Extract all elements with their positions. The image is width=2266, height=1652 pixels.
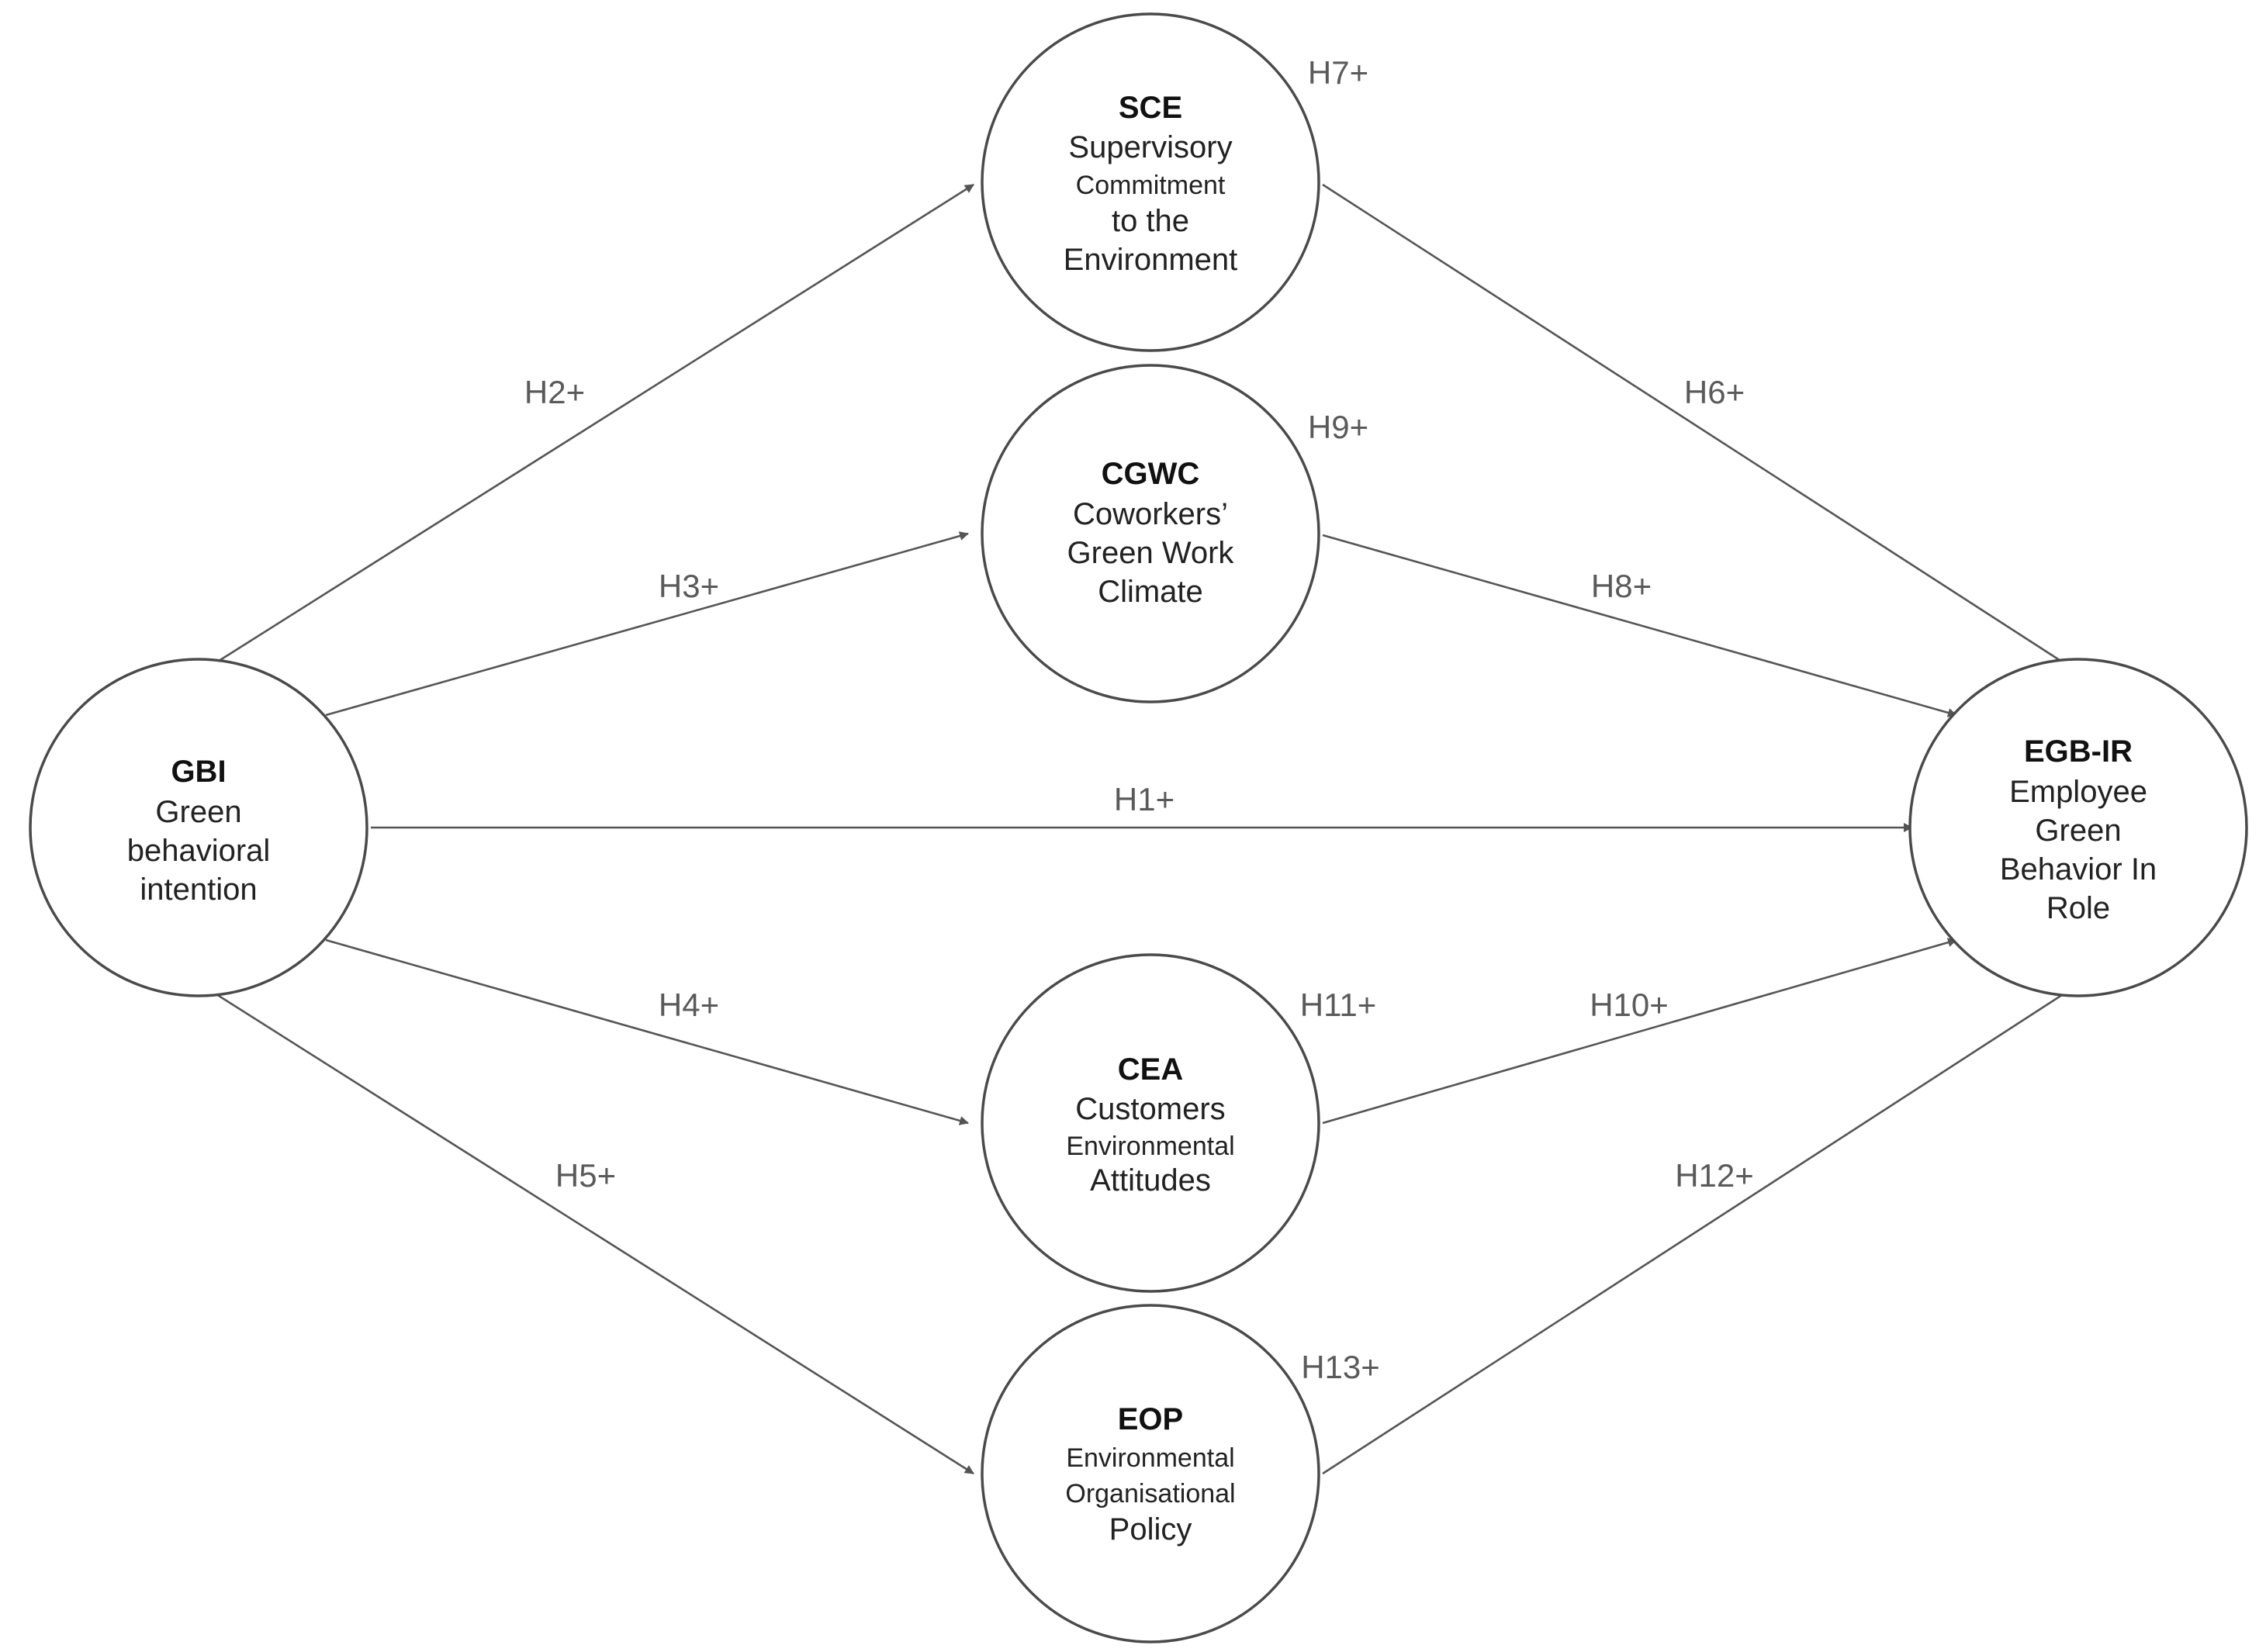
edge-gbi-cgwc (325, 531, 969, 717)
node-cea-line-3: Attitudes (1090, 1163, 1211, 1198)
hypothesis-h11: H11+ (1300, 987, 1376, 1023)
hypothesis-h4: H4+ (659, 987, 719, 1023)
edges (201, 183, 2078, 1475)
hypothesis-labels: H1+ H2+ H3+ H4+ H5+ H6+ H7+ H8+ H9+ H10+… (524, 54, 1754, 1385)
node-eop: EOP Environmental Organisational Policy (981, 1304, 1320, 1643)
node-gbi-line-2: behavioral (127, 834, 271, 868)
edge-gbi-eop (201, 983, 974, 1475)
hypothesis-h10: H10+ (1590, 987, 1669, 1023)
node-cea-line-1: Customers (1075, 1092, 1225, 1126)
node-sce: SCE Supervisory Commitment to the Enviro… (981, 12, 1320, 352)
node-gbi-abbr: GBI (171, 755, 226, 789)
hypothesis-h13: H13+ (1301, 1349, 1380, 1385)
edge-gbi-sce (201, 183, 974, 673)
hypothesis-h7: H7+ (1308, 54, 1368, 91)
node-egbir-line-4: Role (2046, 891, 2110, 925)
hypothesis-h12: H12+ (1675, 1157, 1754, 1194)
node-cea-line-2: Environmental (1066, 1132, 1234, 1161)
hypothesis-h8: H8+ (1591, 568, 1652, 604)
node-sce-abbr: SCE (1119, 91, 1182, 125)
hypothesis-h1: H1+ (1114, 781, 1175, 817)
node-cgwc-line-2: Green Work (1067, 536, 1235, 570)
node-cgwc-line-3: Climate (1098, 575, 1203, 609)
hypothesis-h5: H5+ (555, 1157, 616, 1194)
node-eop-line-2: Organisational (1065, 1479, 1235, 1509)
node-sce-line-1: Supervisory (1068, 130, 1232, 164)
hypothesis-h9: H9+ (1308, 409, 1368, 445)
hypothesis-h3: H3+ (659, 568, 719, 604)
node-cgwc: CGWC Coworkers’ Green Work Climate (981, 364, 1320, 703)
node-cea-abbr: CEA (1118, 1052, 1183, 1087)
node-cgwc-line-1: Coworkers’ (1073, 497, 1228, 531)
edge-eop-egbir (1322, 983, 2078, 1475)
edge-cgwc-egbir (1322, 534, 1957, 717)
node-egbir-abbr: EGB-IR (2024, 734, 2133, 769)
edge-gbi-cea (325, 938, 969, 1125)
node-egbir-line-2: Green (2035, 814, 2121, 848)
hypothesis-h6: H6+ (1684, 374, 1745, 410)
edge-sce-egbir (1322, 183, 2078, 673)
node-cgwc-abbr: CGWC (1102, 457, 1200, 491)
hypothesis-h2: H2+ (524, 374, 585, 410)
node-eop-abbr: EOP (1118, 1402, 1183, 1436)
node-sce-line-4: Environment (1064, 243, 1238, 277)
node-gbi-line-3: intention (140, 873, 257, 907)
node-sce-line-3: to the (1112, 204, 1189, 238)
node-egbir-line-1: Employee (2009, 775, 2147, 809)
node-egbir-line-3: Behavior In (2000, 852, 2157, 886)
node-gbi: GBI Green behavioral intention (29, 658, 368, 997)
edge-cea-egbir (1322, 938, 1957, 1125)
node-eop-line-3: Policy (1109, 1512, 1192, 1547)
node-eop-line-1: Environmental (1066, 1443, 1234, 1473)
node-cea: CEA Customers Environmental Attitudes (981, 953, 1320, 1293)
node-egbir: EGB-IR Employee Green Behavior In Role (1908, 658, 2248, 997)
node-gbi-line-1: Green (155, 795, 241, 829)
node-sce-line-2: Commitment (1076, 171, 1226, 200)
